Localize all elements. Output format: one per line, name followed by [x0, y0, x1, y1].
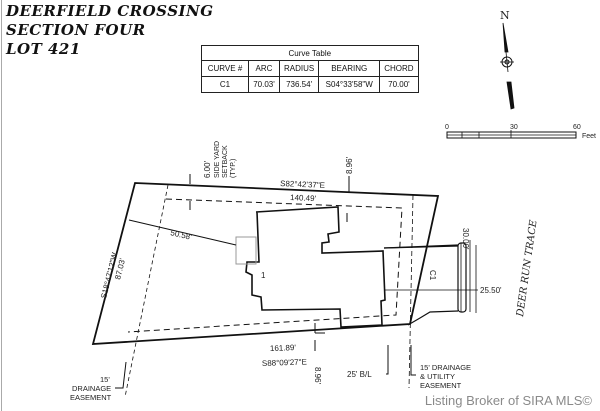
lot-number: LOT 421 [6, 40, 81, 58]
svg-text:SIDE YARD: SIDE YARD [214, 141, 221, 178]
south-arrow-tail-icon [506, 81, 515, 110]
svg-text:EASEMENT: EASEMENT [70, 393, 112, 402]
image-left-border [1, 0, 2, 411]
curve-label: C1 [428, 270, 437, 281]
plat-title: DEERFIELD CROSSING SECTION FOUR LOT 421 [6, 2, 214, 59]
section-name: SECTION FOUR [6, 21, 146, 39]
north-setback-distance: 140.49' [290, 193, 317, 203]
north-bearing: S82°42'37"E [280, 179, 325, 190]
svg-text:DRAINAGE: DRAINAGE [72, 384, 111, 393]
cell-curve: C1 [201, 76, 249, 93]
ne-offset: 8.96' [345, 156, 354, 174]
svg-text:0: 0 [445, 124, 449, 131]
svg-text:30: 30 [510, 124, 518, 131]
street-curb [457, 240, 471, 313]
curve-table: Curve Table CURVE # ARC RADIUS BEARING C… [201, 45, 419, 93]
svg-text:15' DRAINAGE: 15' DRAINAGE [420, 363, 471, 372]
watermark: Listing Broker of SIRA MLS© [424, 393, 592, 408]
subdivision-name: DEERFIELD CROSSING [6, 2, 214, 20]
north-arrow-head-icon [502, 22, 509, 53]
setback-line [127, 198, 403, 333]
scale-bar: 0 30 60 Feet [445, 124, 596, 140]
east-drainage-utility-easement-note: 15' DRAINAGE & UTILITY EASEMENT [410, 345, 471, 390]
cell-bearing: S04°33'58"W [318, 76, 381, 93]
west-drainage-easement-line [124, 184, 169, 398]
deck-label: 1 [261, 271, 266, 280]
north-arrow: N [500, 9, 515, 110]
cell-radius: 736.54' [278, 76, 320, 93]
front-distance: 30.00' [461, 228, 470, 250]
dim-house-to-west: 50.58' [170, 228, 193, 242]
north-label: N [500, 9, 510, 22]
south-setback-distance: 161.89' [270, 343, 297, 353]
driveway-width: 25.50' [480, 286, 502, 295]
svg-text:60: 60 [573, 124, 581, 131]
svg-text:(TYP.): (TYP.) [230, 159, 237, 178]
cell-chord: 70.00' [379, 76, 419, 93]
side-yard-distance: 6.00' [203, 160, 212, 178]
building-line-label: 25' B/L [347, 370, 372, 379]
se-offset: 8.96' [313, 367, 322, 385]
porch [235, 236, 257, 265]
south-bearing: S88°09'27"E [262, 357, 307, 368]
svg-text:Feet: Feet [582, 133, 596, 140]
svg-text:& UTILITY: & UTILITY [420, 372, 455, 381]
svg-text:SETBACK: SETBACK [222, 145, 229, 178]
east-utility-easement-line [408, 194, 414, 389]
house-footprint [245, 206, 386, 328]
west-drainage-easement-note: 15' DRAINAGE EASEMENT [70, 361, 127, 402]
svg-text:15': 15' [100, 375, 110, 384]
curve-table-row: C1 70.03' 736.54' S04°33'58"W 70.00' [201, 76, 419, 93]
svg-text:EASEMENT: EASEMENT [420, 381, 462, 390]
street-name: DEER RUN TRACE [515, 219, 540, 319]
